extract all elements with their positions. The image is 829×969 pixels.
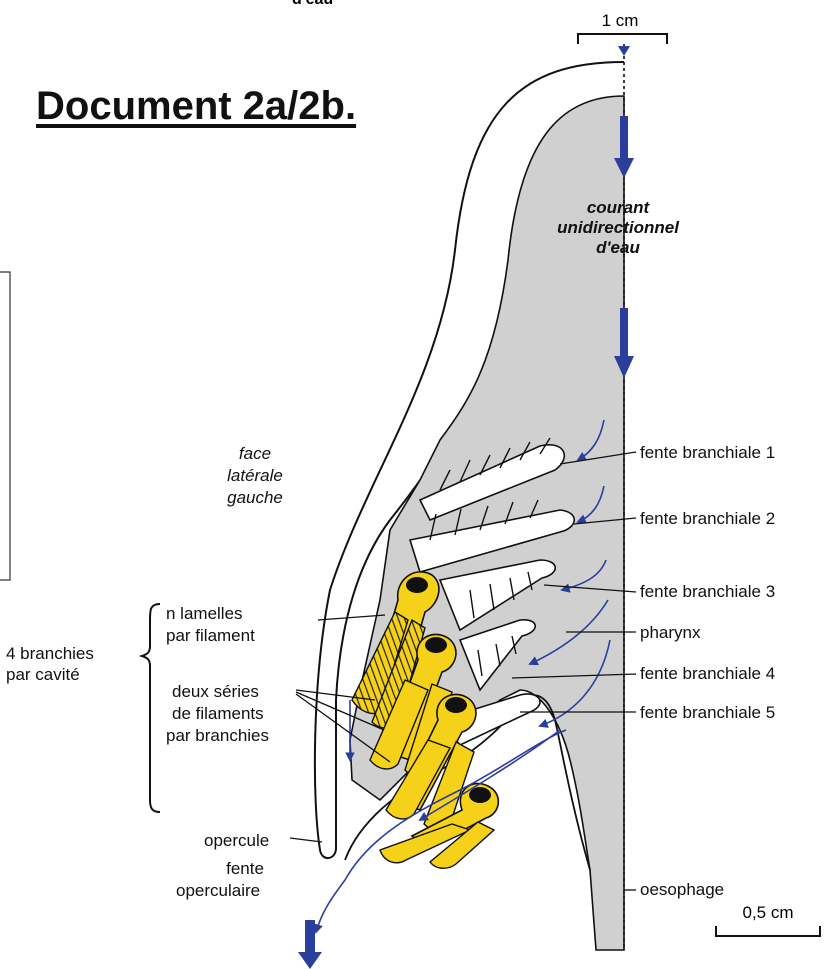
document-title: Document 2a/2b. — [36, 82, 356, 130]
label-series-3: par branchies — [166, 726, 269, 746]
label-series-2: de filaments — [172, 704, 264, 724]
face-label-2: latérale — [210, 466, 300, 486]
label-lamelles-2: par filament — [166, 626, 255, 646]
label-pharynx: pharynx — [640, 623, 700, 643]
label-fente-2: fente branchiale 2 — [640, 509, 775, 529]
scale-top-label: 1 cm — [602, 11, 639, 30]
label-oesophage: oesophage — [640, 880, 724, 900]
current-label-1: courant — [558, 198, 678, 218]
scale-bottom-label: 0,5 cm — [742, 903, 793, 922]
label-series-1: deux séries — [172, 682, 259, 702]
side-frame — [0, 272, 10, 580]
scale-bar-top — [578, 34, 667, 44]
label-fente-operculaire-2: operculaire — [176, 881, 260, 901]
current-label-3: d'eau — [558, 238, 678, 258]
face-label-3: gauche — [210, 488, 300, 508]
brace — [142, 604, 160, 812]
face-label-1: face — [210, 444, 300, 464]
label-fente-3: fente branchiale 3 — [640, 582, 775, 602]
label-fente-operculaire-1: fente — [200, 859, 290, 879]
current-label-2: unidirectionnel — [548, 218, 688, 238]
label-fente-1: fente branchiale 1 — [640, 443, 775, 463]
exit-arrow — [298, 920, 322, 969]
label-4-branchies-1: 4 branchies — [6, 644, 94, 664]
top-cut-text: d'eau — [292, 0, 333, 8]
label-lamelles-1: n lamelles — [166, 604, 243, 624]
label-opercule: opercule — [204, 831, 269, 851]
scale-bar-bottom — [716, 926, 820, 936]
label-4-branchies-2: par cavité — [6, 665, 80, 685]
label-fente-4: fente branchiale 4 — [640, 664, 775, 684]
label-fente-5: fente branchiale 5 — [640, 703, 775, 723]
